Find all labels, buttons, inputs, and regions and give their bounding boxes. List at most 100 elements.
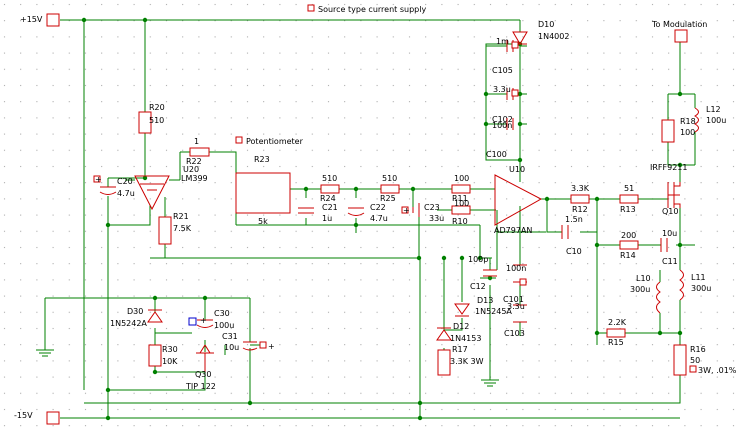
r13-ref: R13 [620, 205, 636, 214]
r12-value: 3.3K [571, 184, 590, 193]
resistor-r10[interactable] [451, 205, 471, 215]
resistor-r16[interactable] [673, 344, 687, 376]
resistor-r18[interactable] [661, 119, 675, 143]
output-label: To Modulation [651, 20, 707, 29]
capacitor-c21[interactable] [298, 207, 314, 214]
u10-value: AD797AN [494, 226, 532, 235]
resistor-r20[interactable] [138, 111, 152, 134]
mosfet-q10[interactable] [667, 182, 681, 208]
q30-ref: Q30 [195, 370, 211, 379]
resistor-r17[interactable] [437, 349, 451, 376]
r23-ref: R23 [254, 155, 270, 164]
c10-value: 1.5n [565, 215, 583, 224]
c22-value: 4.7u [370, 214, 388, 223]
c10-ref: C10 [566, 247, 582, 256]
r22-value: 1 [194, 137, 199, 146]
resistor-r12[interactable] [570, 194, 590, 204]
r20-value: 510 [149, 116, 164, 125]
c102-value: 3.3u [493, 85, 511, 94]
c30-value: 100u [214, 321, 234, 330]
c23-value: 33u [429, 214, 444, 223]
capacitor-c100[interactable] [506, 118, 514, 130]
r15-value: 2.2K [608, 318, 627, 327]
voltage-reference-u20[interactable] [134, 175, 170, 211]
transistor-q30[interactable] [196, 344, 214, 372]
d30-value: 1N5242A [110, 319, 147, 328]
c20-plus: + [95, 175, 102, 184]
capacitor-c31[interactable] [242, 341, 267, 351]
d10-ref: D10 [538, 20, 554, 29]
resistor-r14[interactable] [619, 240, 639, 250]
c101-ref: C101 [503, 295, 524, 304]
junction-dots [81, 17, 683, 421]
r25-ref: R25 [380, 194, 396, 203]
zener-diode-d13[interactable] [454, 303, 470, 317]
capacitor-c20[interactable] [93, 175, 117, 195]
c22-ref: C22 [370, 203, 386, 212]
r24-ref: R24 [320, 194, 336, 203]
d12-value: 1N4153 [450, 334, 481, 343]
r18-value: 100 [680, 128, 695, 137]
output-port[interactable] [674, 29, 688, 43]
u10-ref: U10 [509, 165, 525, 174]
resistor-r24[interactable] [320, 184, 340, 194]
capacitor-c23[interactable] [401, 203, 420, 217]
potentiometer-r23[interactable] [235, 172, 291, 214]
capacitor-c11[interactable] [660, 238, 668, 252]
d30-ref: D30 [127, 307, 143, 316]
inductor-l10[interactable] [656, 281, 661, 314]
c20-ref: C20 [117, 177, 133, 186]
port-negative-rail[interactable] [46, 411, 60, 425]
c100-value: 100n [492, 121, 512, 130]
r30-ref: R30 [162, 345, 178, 354]
capacitor-c22[interactable] [347, 207, 365, 216]
resistor-r22[interactable] [189, 147, 210, 157]
r18-ref: R18 [680, 117, 696, 126]
capacitor-c30[interactable] [188, 317, 214, 328]
opamp-u10[interactable] [494, 174, 543, 226]
r16-rating: 3W, .01% [698, 366, 737, 375]
l11-value: 300u [691, 284, 711, 293]
resistor-r11[interactable] [451, 184, 471, 194]
inductor-l12[interactable] [693, 107, 699, 133]
title-note-text: Source type current supply [318, 5, 426, 14]
resistor-r15[interactable] [606, 328, 626, 338]
r20-ref: R20 [149, 103, 165, 112]
u20-value: LM399 [181, 174, 208, 183]
r11-ref: R11 [452, 194, 468, 203]
diode-d12[interactable] [436, 327, 452, 341]
d13-value: 1N5245A [475, 307, 512, 316]
c12-ref: C12 [470, 282, 486, 291]
resistor-r13[interactable] [619, 194, 639, 204]
c103-ref: C103 [504, 329, 525, 338]
title-note [307, 4, 315, 12]
u20-ref: U20 [183, 165, 199, 174]
r17-ref: R17 [452, 345, 468, 354]
c31-plus: + [268, 342, 275, 351]
capacitor-c103[interactable] [513, 304, 527, 323]
resistor-r21[interactable] [158, 216, 172, 245]
d13-ref: D13 [477, 296, 493, 305]
port-positive-rail[interactable] [46, 13, 60, 27]
capacitor-c12[interactable] [483, 269, 497, 277]
q30-value: TIP 122 [185, 382, 216, 391]
inductor-l11[interactable] [679, 269, 684, 301]
capacitor-c101[interactable] [513, 264, 527, 286]
r16-marker [689, 365, 697, 373]
r10-ref: R10 [452, 217, 468, 226]
r23-value: 5k [258, 217, 268, 226]
zener-diode-d30[interactable] [147, 309, 163, 323]
r12-ref: R12 [572, 205, 588, 214]
resistor-r25[interactable] [380, 184, 400, 194]
r16-ref: R16 [690, 345, 706, 354]
capacitor-c102[interactable] [506, 88, 519, 100]
r10-value: 100 [454, 199, 469, 208]
resistor-r30[interactable] [148, 344, 162, 367]
ground-symbol [481, 379, 499, 387]
capacitor-c10[interactable] [561, 225, 569, 239]
label-negative-rail: -15V [14, 411, 33, 420]
c102-ref: C102 [492, 115, 513, 124]
capacitor-c105[interactable] [506, 40, 519, 52]
